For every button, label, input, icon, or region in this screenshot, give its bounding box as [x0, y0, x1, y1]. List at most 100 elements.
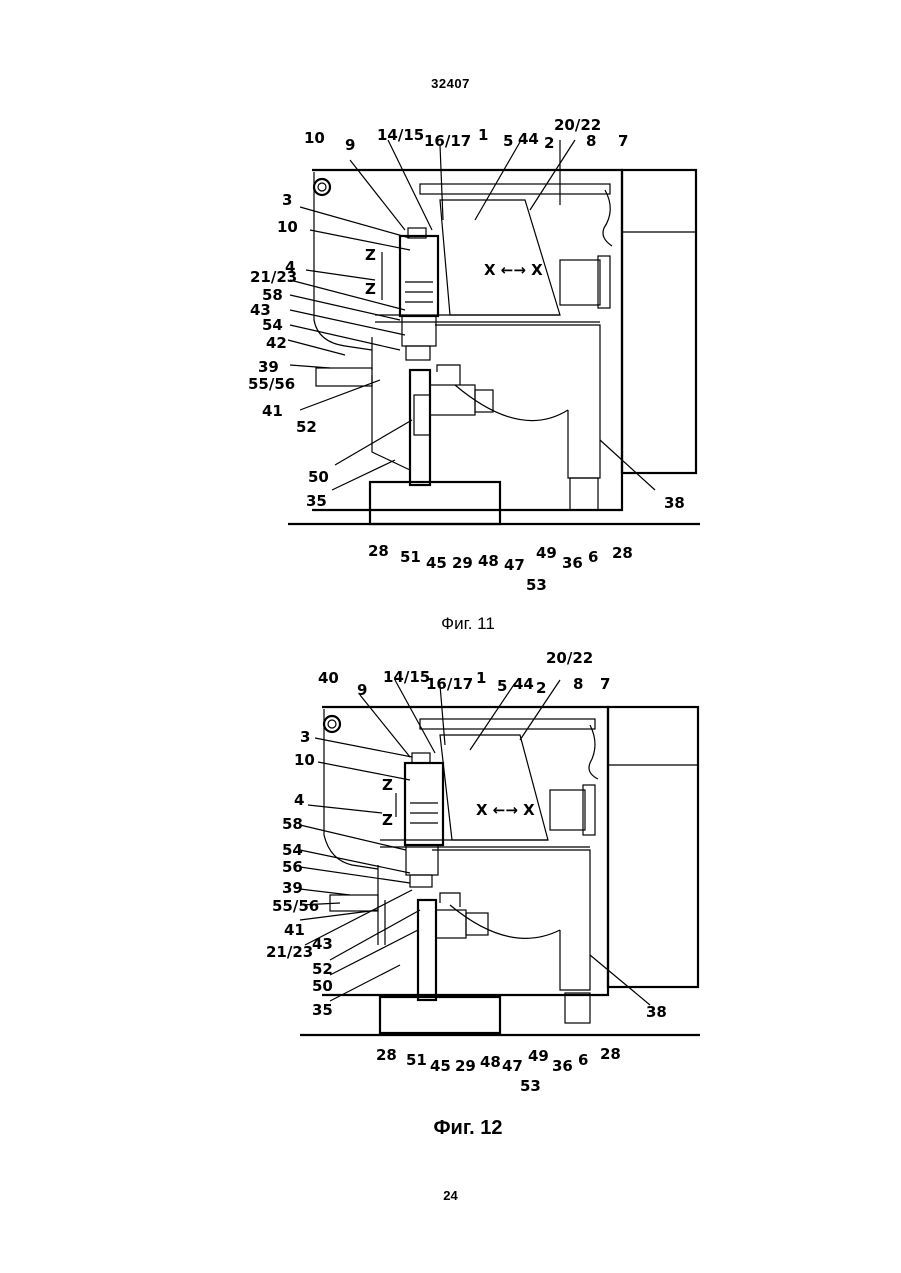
label-7: 7	[618, 132, 628, 150]
label-52: 52	[296, 418, 317, 436]
pivot-circle	[324, 716, 340, 732]
frame-left-wall	[314, 172, 372, 350]
label-10: 10	[277, 218, 298, 236]
label-53: 53	[526, 576, 547, 594]
page-number: 24	[0, 1188, 901, 1203]
label-47: 47	[504, 556, 525, 574]
label-38: 38	[646, 1003, 667, 1021]
z-axis-label-top: Z	[382, 776, 393, 794]
label-6: 6	[578, 1051, 588, 1069]
x-axis-label: X ←→ X	[476, 801, 535, 819]
label-28-right: 28	[612, 544, 633, 562]
x-axis-label: X ←→ X	[484, 261, 543, 279]
label-58: 58	[282, 815, 303, 833]
label-45: 45	[426, 554, 447, 572]
label-16-17: 16/17	[424, 132, 471, 150]
label-35: 35	[312, 1001, 333, 1019]
label-39: 39	[258, 358, 279, 376]
label-8: 8	[586, 132, 596, 150]
figure-12-caption: Фиг. 12	[368, 1117, 568, 1140]
top-rail	[420, 184, 610, 194]
label-44: 44	[518, 130, 539, 148]
label-2: 2	[536, 679, 546, 697]
figure-11-drawing: X ←→ X Z Z 10 9 14/15 16/17 1 5 44 2 20/…	[0, 110, 901, 610]
x-motor	[560, 260, 600, 305]
label-1: 1	[476, 669, 486, 687]
machine-frame	[322, 707, 608, 995]
label-28-left: 28	[376, 1046, 397, 1064]
label-8: 8	[573, 675, 583, 693]
label-56: 56	[282, 858, 303, 876]
label-5: 5	[497, 677, 507, 695]
label-36: 36	[562, 554, 583, 572]
document-number: 32407	[0, 76, 901, 91]
x-motor	[550, 790, 585, 830]
label-48: 48	[478, 552, 499, 570]
label-2: 2	[544, 134, 554, 152]
label-41: 41	[262, 402, 283, 420]
figure-11-caption: Фиг. 11	[368, 614, 568, 634]
label-51: 51	[406, 1051, 427, 1069]
label-20-22: 20/22	[546, 649, 593, 667]
label-39: 39	[282, 879, 303, 897]
label-29: 29	[455, 1057, 476, 1075]
label-4: 4	[294, 791, 304, 809]
label-43: 43	[312, 935, 333, 953]
tool-column	[418, 900, 436, 1000]
z-axis-label-bottom: Z	[365, 280, 376, 298]
label-21-23: 21/23	[250, 268, 297, 286]
label-48: 48	[480, 1053, 501, 1071]
label-6: 6	[588, 548, 598, 566]
label-50: 50	[308, 468, 329, 486]
label-1: 1	[478, 126, 488, 144]
carriage	[440, 735, 548, 840]
label-9: 9	[345, 136, 355, 154]
label-47: 47	[502, 1057, 523, 1075]
label-41: 41	[284, 921, 305, 939]
side-cabinet	[608, 707, 698, 987]
side-shelf	[316, 368, 372, 386]
label-55-56: 55/56	[248, 375, 295, 393]
label-9: 9	[357, 681, 367, 699]
label-28-left: 28	[368, 542, 389, 560]
carriage	[440, 200, 560, 315]
label-3: 3	[300, 728, 310, 746]
pivot-circle	[314, 179, 330, 195]
label-54: 54	[282, 841, 303, 859]
machine-base	[380, 997, 500, 1033]
label-50: 50	[312, 977, 333, 995]
label-38: 38	[664, 494, 685, 512]
label-14-15: 14/15	[383, 668, 430, 686]
label-3: 3	[282, 191, 292, 209]
label-54: 54	[262, 316, 283, 334]
label-28-right: 28	[600, 1045, 621, 1063]
label-55-56: 55/56	[272, 897, 319, 915]
label-21-23: 21/23	[266, 943, 313, 961]
label-7: 7	[600, 675, 610, 693]
label-49: 49	[536, 544, 557, 562]
label-35: 35	[306, 492, 327, 510]
label-14-15: 14/15	[377, 126, 424, 144]
label-44: 44	[513, 675, 534, 693]
label-45: 45	[430, 1057, 451, 1075]
label-29: 29	[452, 554, 473, 572]
label-10-top: 10	[304, 129, 325, 147]
z-axis-label-top: Z	[365, 246, 376, 264]
label-52: 52	[312, 960, 333, 978]
machine-base	[370, 482, 500, 524]
z-axis-label-bottom: Z	[382, 811, 393, 829]
label-53: 53	[520, 1077, 541, 1095]
side-cabinet	[622, 170, 696, 473]
label-51: 51	[400, 548, 421, 566]
label-10: 10	[294, 751, 315, 769]
spindle-head	[405, 763, 443, 845]
tool-column	[410, 370, 430, 485]
machine-table	[432, 850, 590, 990]
spindle-head	[400, 236, 438, 316]
label-36: 36	[552, 1057, 573, 1075]
label-16-17: 16/17	[426, 675, 473, 693]
label-49: 49	[528, 1047, 549, 1065]
label-40: 40	[318, 669, 339, 687]
machine-table	[435, 325, 600, 478]
label-42: 42	[266, 334, 287, 352]
